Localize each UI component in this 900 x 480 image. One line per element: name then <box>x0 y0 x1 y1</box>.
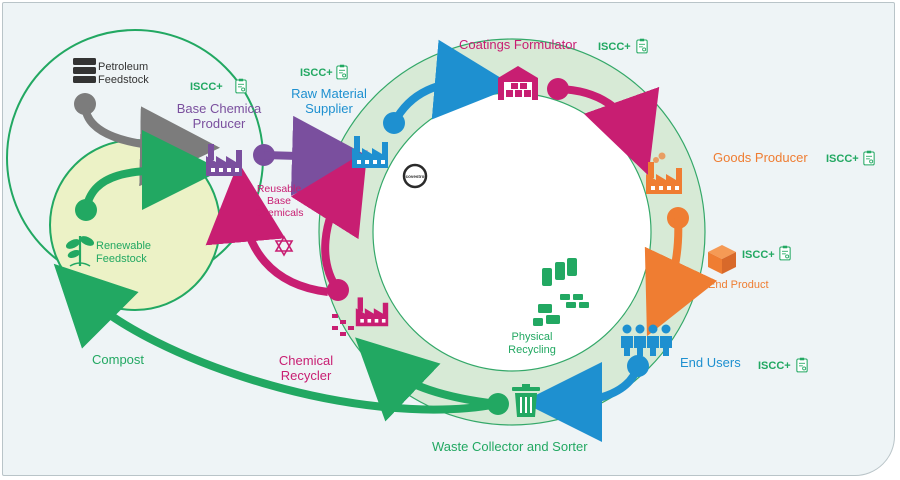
renewable-circle <box>49 139 221 311</box>
certificate-icon <box>336 64 348 80</box>
waste-to-recycler-arrow <box>355 337 499 422</box>
raw-to-coatings-arrow <box>390 39 515 125</box>
svg-text:covestro: covestro <box>406 174 425 179</box>
petroleum-feedstock-label: Petroleum Feedstock <box>98 61 149 86</box>
barrel-stack-icon <box>73 58 96 83</box>
physical-recycling-icon <box>533 258 589 326</box>
coatings-iscc: ISCC+ <box>598 41 631 53</box>
end-users-label: End Users <box>680 355 741 370</box>
end-users-iscc: ISCC+ <box>758 360 791 372</box>
petroleum-label-line2: Feedstock <box>98 73 149 86</box>
coatings-to-goods-arrow <box>557 85 660 176</box>
chemical-recycler-label-line1: Chemical <box>278 353 334 368</box>
waste-collector-label: Waste Collector and Sorter <box>432 439 588 454</box>
petroleum-arrow <box>81 103 220 187</box>
chemical-recycler-label: Chemical Recycler <box>270 353 342 384</box>
recycler-to-raw-arrow <box>290 150 368 293</box>
users-to-waste-arrow <box>522 361 642 442</box>
raw-material-label-line2: Supplier <box>305 100 353 116</box>
compost-label: Compost <box>92 352 145 367</box>
base-to-raw-arrow <box>263 115 372 196</box>
chemical-recycler-label-line2: Recycler <box>280 367 332 383</box>
goods-producer-label: Goods Producer <box>713 150 808 165</box>
reusable-base-chemicals-label: Reusable Base Chemicals <box>248 183 310 219</box>
chemical-recycler-factory-icon <box>332 297 389 336</box>
renewable-label-line2: Feedstock <box>96 252 147 265</box>
certificate-icon <box>863 150 875 166</box>
recycling-symbol-icon <box>274 235 294 257</box>
warehouse-icon <box>498 66 538 100</box>
waste-node-dot <box>487 393 509 415</box>
raw-material-iscc: ISCC+ <box>300 67 333 79</box>
goods-factory-icon <box>646 152 682 194</box>
people-icon <box>621 324 672 356</box>
coatings-formulator-label: Coatings Formulator <box>459 37 577 52</box>
base-chemical-label-line1: Base Chemica <box>176 101 262 116</box>
reusable-line1: Reusable <box>256 183 302 195</box>
certificate-icon <box>796 357 808 373</box>
base-chemical-label-line2: Producer <box>192 115 246 131</box>
box-icon <box>708 245 736 274</box>
trash-can-icon <box>512 384 540 417</box>
raw-material-label-line1: Raw Material <box>291 86 367 101</box>
base-chemical-factory-icon <box>206 144 242 176</box>
covestro-logo: covestro <box>402 163 428 189</box>
recycler-to-base-arrow <box>205 162 329 296</box>
goods-iscc: ISCC+ <box>826 153 859 165</box>
renewable-feedstock-label: Renewable Feedstock <box>96 240 151 265</box>
petroleum-label-line1: Petroleum <box>98 61 149 73</box>
physical-line2: Recycling <box>508 343 556 356</box>
renewable-label-line1: Renewable <box>96 240 152 252</box>
renewable-arrow <box>82 130 222 211</box>
base-chemical-label: Base Chemica Producer <box>176 101 262 132</box>
sprout-icon <box>65 236 95 267</box>
certificate-icon <box>636 38 648 54</box>
certificate-icon <box>779 245 791 261</box>
base-chemical-iscc: ISCC+ <box>190 81 223 93</box>
ring-inner-area <box>372 92 652 372</box>
certificate-icon <box>235 78 247 94</box>
physical-line1: Physical <box>511 331 553 343</box>
raw-material-label: Raw Material Supplier <box>284 86 374 117</box>
end-product-label: End Product <box>708 279 769 291</box>
end-product-iscc: ISCC+ <box>742 249 775 261</box>
goods-to-users-arrow <box>644 217 718 337</box>
reusable-line3: Chemicals <box>254 207 304 220</box>
physical-recycling-label: Physical Recycling <box>500 331 564 356</box>
reusable-line2: Base <box>267 195 291 208</box>
